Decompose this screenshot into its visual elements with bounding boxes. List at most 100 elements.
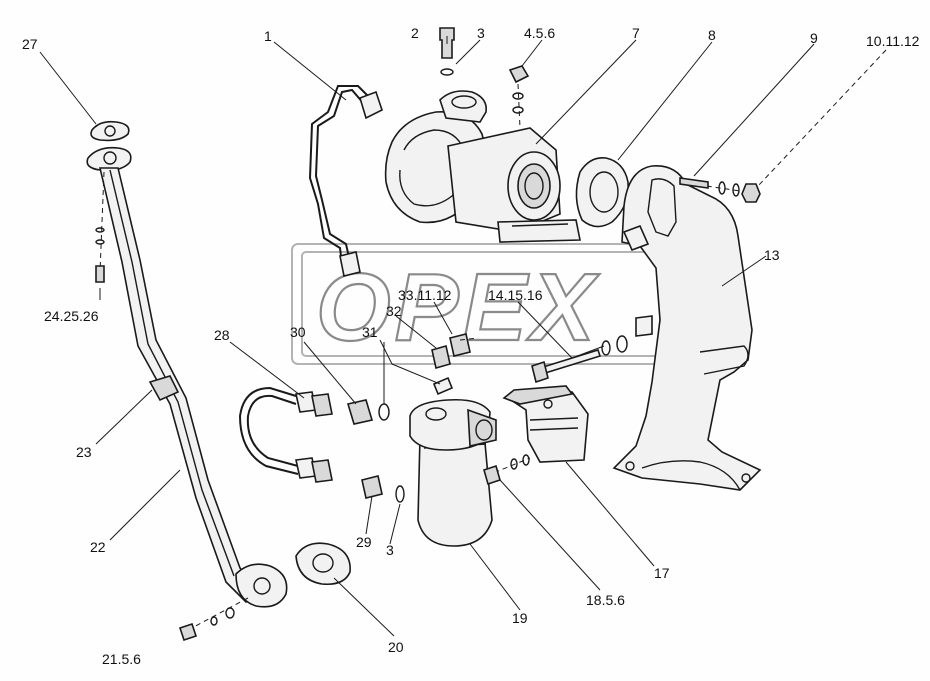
oil-feed-tube-1-edge (308, 85, 371, 265)
leader-32 (395, 315, 437, 349)
pipe-bottom-flange-port (253, 577, 271, 595)
gasket-8-hole (589, 171, 619, 213)
label-2156: 21.5.6 (102, 651, 141, 667)
label-101112: 10.11.12 (866, 33, 920, 49)
leader-31 (379, 339, 393, 365)
bracket-17-hole (543, 399, 553, 409)
drain-pipe-assembly (86, 120, 351, 642)
gasket-27 (90, 120, 130, 142)
stud-10 (679, 177, 709, 189)
washer-15 (601, 340, 611, 356)
compressor-outlet-bore (451, 95, 477, 109)
turbocharger-assembly (384, 27, 581, 243)
oil-line-28-assembly (238, 386, 405, 503)
label-456: 4.5.6 (524, 25, 555, 41)
leader-13 (721, 255, 767, 287)
leader-101112 (757, 49, 887, 187)
bracket-17-ribs (529, 417, 579, 431)
adapter-30 (346, 399, 374, 425)
oil-feed-tube-assembly (308, 85, 383, 277)
exhaust-flange-hole-left (625, 461, 635, 471)
turbine-outlet-bore (517, 163, 551, 209)
exhaust-flange-hole-right (741, 473, 751, 483)
label-23: 23 (76, 444, 92, 460)
label-1: 1 (264, 28, 272, 44)
oil-filter-assembly (409, 398, 531, 547)
label-30: 30 (290, 324, 306, 340)
fitting-31 (432, 376, 454, 396)
label-9: 9 (810, 30, 818, 46)
washer-11b (732, 183, 740, 197)
oil-feed-tube-1 (314, 88, 365, 263)
washer-18a (510, 458, 518, 470)
washer-25 (95, 227, 105, 233)
oil-filter-19 (417, 431, 493, 547)
label-242526: 24.25.26 (44, 308, 99, 324)
leader-23 (95, 389, 153, 445)
drain-pipe-22 (98, 167, 260, 604)
washer-6 (512, 106, 524, 114)
turbo-base-flange (497, 219, 581, 243)
label-29: 29 (356, 534, 372, 550)
gasket-8 (575, 156, 629, 228)
exhaust-elbow-mount (635, 315, 653, 337)
bracket-17-assembly (502, 385, 589, 463)
bolt-24 (95, 265, 105, 283)
plug-29 (361, 475, 383, 499)
leader-7 (535, 39, 637, 145)
leader-28 (229, 341, 305, 399)
oil-line-28-edge (238, 386, 299, 475)
label-17: 17 (654, 565, 670, 581)
washer-21a (210, 616, 218, 626)
nut-4 (508, 65, 530, 84)
washer-3b (395, 485, 405, 503)
leader-20 (333, 577, 395, 637)
bolt-24-axis (99, 171, 105, 273)
label-28: 28 (214, 327, 230, 343)
turbo-base-flange-edge (511, 223, 569, 227)
stud-axis (517, 83, 521, 129)
label-3a: 3 (477, 25, 485, 41)
label-1856: 18.5.6 (586, 592, 625, 608)
bracket-17-top (502, 385, 574, 405)
line-28-upper-fitting (311, 393, 333, 417)
washer-26 (95, 239, 105, 245)
clamp-23 (148, 375, 180, 402)
label-31: 31 (362, 324, 378, 340)
bolt-18 (483, 464, 501, 486)
label-8: 8 (708, 27, 716, 43)
washer-18b (522, 454, 530, 466)
bolt-21-axis (187, 597, 249, 631)
leader-17 (565, 461, 655, 567)
leader-30 (303, 341, 357, 405)
filter-head-top (425, 407, 447, 421)
leader-lines (39, 36, 887, 637)
washer-11a (718, 181, 726, 195)
exhaust-elbow-boss (699, 345, 749, 375)
exhaust-elbow-13 (612, 165, 762, 491)
leader-29 (365, 495, 373, 535)
label-32: 32 (386, 303, 402, 319)
label-20: 20 (388, 639, 404, 655)
gasket-20-hole (312, 553, 334, 573)
label-19: 19 (512, 610, 528, 626)
fitting-33-axis (459, 337, 479, 341)
pipe-top-flange-hole (103, 151, 117, 165)
label-141516: 14.15.16 (488, 287, 543, 303)
leader-1 (273, 41, 347, 101)
washer-16 (616, 335, 628, 353)
leader-1856 (499, 479, 601, 591)
leader-3b (389, 503, 401, 545)
label-13: 13 (764, 247, 780, 263)
fittings-32-33 (431, 333, 479, 396)
gasket-20 (295, 542, 351, 586)
fitting-32 (431, 344, 451, 370)
drain-pipe-highlight (109, 169, 235, 577)
bracket-17 (505, 391, 589, 463)
label-22: 22 (90, 539, 106, 555)
nut-12 (741, 183, 761, 203)
leader-456 (521, 39, 543, 67)
exhaust-elbow-assembly (612, 165, 762, 491)
sealing-washer-3 (440, 68, 454, 76)
